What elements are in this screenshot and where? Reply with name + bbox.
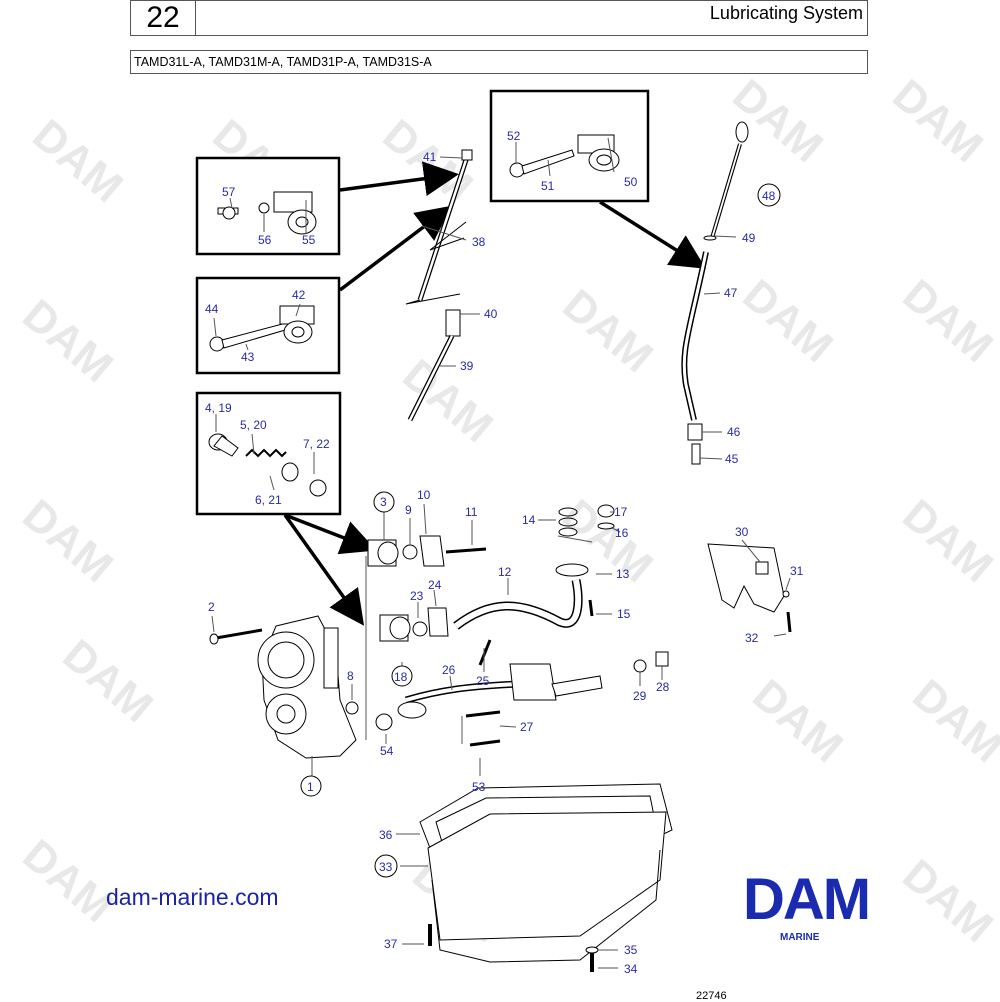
callout-9: 9 bbox=[405, 503, 412, 517]
website-link[interactable]: dam-marine.com bbox=[106, 884, 279, 910]
callout-40: 40 bbox=[484, 307, 498, 321]
callout-50: 50 bbox=[624, 175, 638, 189]
inset-box-42-44 bbox=[195, 276, 341, 375]
callout-32: 32 bbox=[745, 631, 759, 645]
circled-callouts bbox=[300, 183, 781, 878]
callout-46: 46 bbox=[727, 425, 741, 439]
callout-44: 44 bbox=[205, 302, 219, 316]
relief-housings bbox=[367, 535, 487, 642]
callout-labels: 41 38 40 39 52 51 50 48 49 47 46 45 57 5… bbox=[205, 129, 804, 976]
callout-41: 41 bbox=[423, 150, 437, 164]
watermark: DAM bbox=[14, 830, 122, 932]
dipstick-tube-assembly bbox=[405, 149, 473, 422]
callout-43: 43 bbox=[241, 350, 255, 364]
callout-26: 26 bbox=[442, 663, 456, 677]
callout-28: 28 bbox=[656, 680, 670, 694]
callout-55: 55 bbox=[302, 233, 316, 247]
callout-4-19: 4, 19 bbox=[205, 401, 232, 415]
callout-12: 12 bbox=[498, 565, 512, 579]
page-number: 22 bbox=[131, 1, 196, 35]
watermark: DAM bbox=[894, 850, 1000, 952]
callout-36: 36 bbox=[379, 828, 393, 842]
callout-54: 54 bbox=[380, 744, 394, 758]
watermark: DAM bbox=[894, 270, 1000, 372]
callout-39: 39 bbox=[460, 359, 474, 373]
watermark: DAM bbox=[884, 70, 992, 172]
callout-45: 45 bbox=[725, 452, 739, 466]
callout-30: 30 bbox=[735, 525, 749, 539]
callout-27: 27 bbox=[520, 720, 534, 734]
drawing-number: 22746 bbox=[696, 990, 727, 1002]
dam-logo: DAM bbox=[742, 867, 871, 932]
callout-25: 25 bbox=[476, 674, 490, 688]
watermark: DAM bbox=[744, 670, 852, 772]
watermark: DAM bbox=[14, 290, 122, 392]
callout-18: 18 bbox=[394, 670, 408, 684]
callout-35: 35 bbox=[624, 943, 638, 957]
callout-56: 56 bbox=[258, 233, 272, 247]
cover-plate bbox=[707, 543, 792, 633]
callout-11: 11 bbox=[465, 505, 478, 519]
callout-57: 57 bbox=[222, 185, 236, 199]
callout-52: 52 bbox=[507, 129, 521, 143]
callout-31: 31 bbox=[790, 564, 804, 578]
watermark: DAM bbox=[14, 490, 122, 592]
brand-subtitle: MARINE bbox=[780, 932, 820, 943]
watermark: DAM bbox=[894, 490, 1000, 592]
suction-pipe bbox=[397, 651, 669, 747]
dipstick-assembly bbox=[681, 121, 749, 465]
callout-53: 53 bbox=[472, 780, 486, 794]
callout-24: 24 bbox=[428, 578, 442, 592]
watermark: DAM bbox=[724, 70, 832, 172]
callout-14: 14 bbox=[522, 513, 536, 527]
watermark: DAM bbox=[904, 670, 1000, 772]
callout-17: 17 bbox=[614, 505, 628, 519]
callout-10: 10 bbox=[417, 488, 431, 502]
section-title: Lubricating System bbox=[709, 3, 863, 23]
inset-box-55-57 bbox=[195, 156, 341, 256]
callout-8: 8 bbox=[347, 669, 354, 683]
model-list: TAMD31L-A, TAMD31M-A, TAMD31P-A, TAMD31S… bbox=[130, 50, 868, 74]
oil-pipe bbox=[453, 504, 615, 666]
callout-13: 13 bbox=[616, 567, 630, 581]
oil-pump bbox=[209, 615, 393, 759]
callout-5-20: 5, 20 bbox=[240, 418, 267, 432]
callout-16: 16 bbox=[615, 526, 629, 540]
oil-sump bbox=[419, 783, 673, 972]
watermark: DAM bbox=[54, 630, 162, 732]
callout-7-22: 7, 22 bbox=[303, 437, 330, 451]
callout-29: 29 bbox=[633, 689, 647, 703]
callout-42: 42 bbox=[292, 288, 306, 302]
callout-51: 51 bbox=[541, 179, 555, 193]
watermark: DAM bbox=[554, 280, 662, 382]
callout-37: 37 bbox=[384, 937, 398, 951]
watermark: DAM bbox=[734, 270, 842, 372]
callout-34: 34 bbox=[624, 962, 638, 976]
callout-1: 1 bbox=[307, 780, 314, 794]
callout-48: 48 bbox=[762, 189, 776, 203]
callout-47: 47 bbox=[724, 286, 738, 300]
callout-49: 49 bbox=[742, 231, 756, 245]
callout-23: 23 bbox=[410, 589, 424, 603]
header-box: 22 Lubricating System bbox=[130, 0, 868, 36]
callout-38: 38 bbox=[472, 235, 486, 249]
leader-lines bbox=[211, 137, 791, 969]
callout-3: 3 bbox=[380, 495, 387, 509]
watermark: DAM bbox=[394, 350, 502, 452]
inset-arrows bbox=[283, 161, 706, 626]
callout-6-21: 6, 21 bbox=[255, 493, 282, 507]
callout-15: 15 bbox=[617, 607, 631, 621]
callout-2: 2 bbox=[208, 600, 215, 614]
watermark: DAM bbox=[24, 110, 132, 212]
inset-box-50-52 bbox=[489, 89, 650, 203]
inset-box-relief-valve bbox=[195, 391, 342, 516]
callout-33: 33 bbox=[379, 860, 393, 874]
